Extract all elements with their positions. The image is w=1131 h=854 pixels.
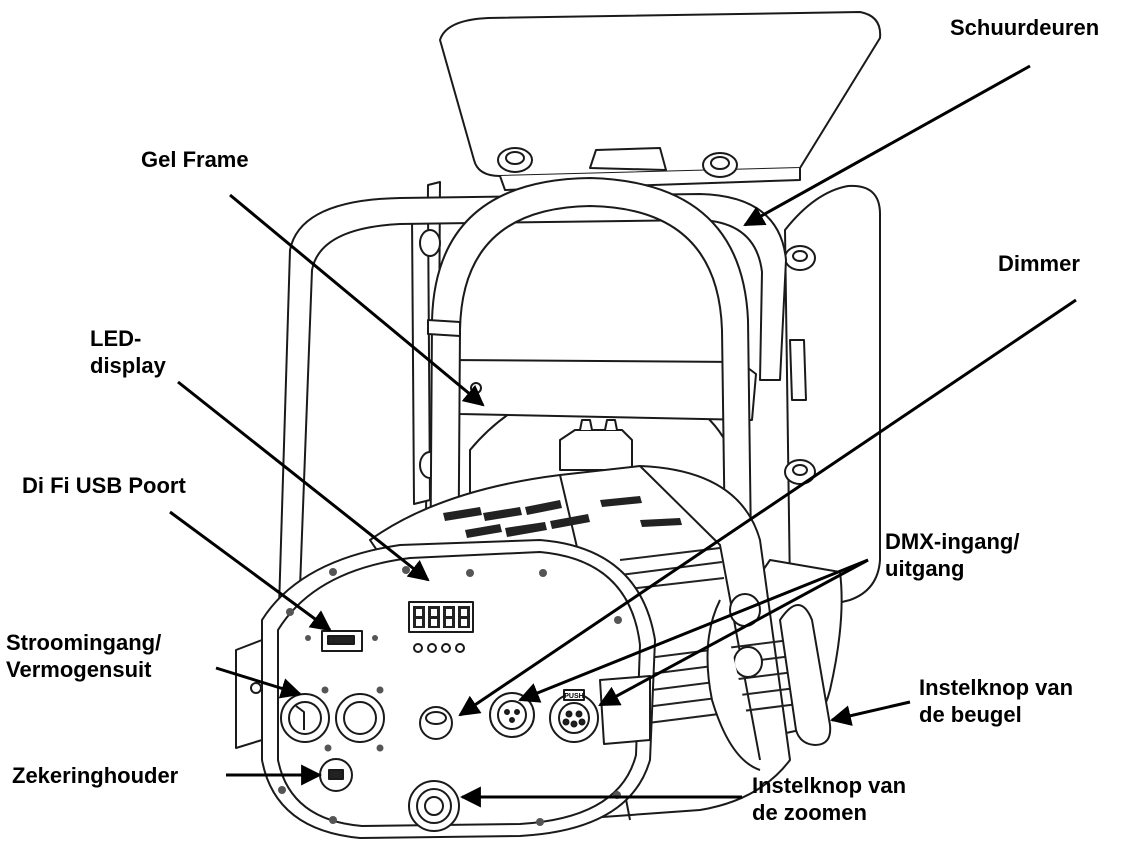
label-dmx-line-2: uitgang [885, 556, 965, 581]
panel-screws [278, 566, 622, 826]
label-schuurdeuren: Schuurdeuren [950, 15, 1100, 40]
barn-door-ring [277, 193, 787, 641]
arrow-schuurdeuren [743, 64, 1031, 227]
arrow-dmx-in [518, 558, 869, 703]
fuse-holder [319, 758, 353, 792]
label-stroom: Stroomingang/ Vermogensuit [6, 629, 161, 683]
usb-port [305, 630, 378, 652]
arrow-bracket-knob [829, 700, 911, 726]
arrow-usb [169, 510, 332, 632]
label-zoom-line-2: de zoomen [752, 800, 867, 825]
rear-panel [261, 539, 656, 839]
label-difi-usb: Di Fi USB Poort [22, 473, 186, 498]
label-beugel-line-2: de beugel [919, 702, 1022, 727]
power-in-connector [280, 693, 330, 743]
label-beugel: Instelknop van de beugel [919, 674, 1073, 728]
label-dimmer: Dimmer [998, 251, 1080, 276]
power-out-connector [335, 693, 385, 743]
top-hinge-left [497, 147, 533, 173]
dimmer-knob [419, 706, 453, 740]
left-ear [235, 639, 263, 749]
dmx-in-connector [489, 692, 535, 738]
vents [443, 496, 682, 538]
led-display [408, 601, 474, 653]
label-stroom-line-2: Vermogensuit [6, 657, 152, 682]
right-barn-door [784, 184, 881, 611]
label-zoom-line-1: Instelknop van [752, 773, 907, 798]
label-led-display: LED- display [90, 325, 166, 379]
arrow-dimmer [458, 298, 1077, 717]
label-stroom-line-1: Stroomingang/ [6, 630, 162, 655]
gel-clip [559, 429, 633, 471]
right-ear [599, 675, 651, 745]
dmx-out-connector [549, 689, 599, 743]
gel-frame [443, 359, 757, 421]
label-zekering: Zekeringhouder [12, 763, 179, 788]
label-dmx: DMX-ingang/ uitgang [885, 528, 1019, 582]
label-dmx-line-1: DMX-ingang/ [885, 529, 1020, 554]
label-gel-frame: Gel Frame [141, 147, 249, 172]
label-beugel-line-1: Instelknop van [919, 675, 1074, 700]
top-hinge-right [702, 152, 738, 178]
zoom-knob [408, 780, 460, 832]
callout-arrows [169, 64, 1077, 808]
label-zoom: Instelknop van de zoomen [752, 772, 906, 826]
label-led-display-line-2: display [90, 353, 166, 378]
arrow-dmx-out [598, 558, 869, 707]
push-text: PUSH [564, 693, 583, 700]
arrow-gel-frame [229, 193, 485, 407]
label-led-display-line-1: LED- [90, 326, 142, 351]
arrow-led-display [177, 380, 430, 582]
arrow-power [215, 666, 303, 699]
